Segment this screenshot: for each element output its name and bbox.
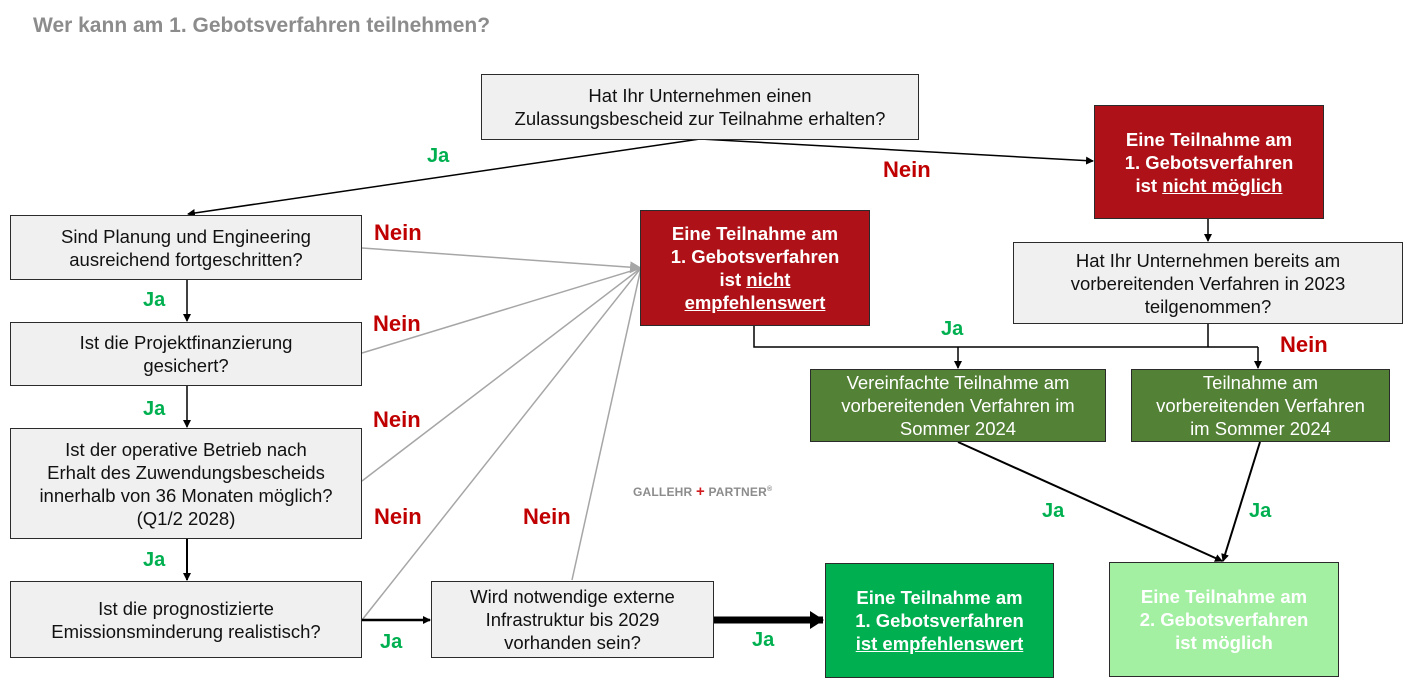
label-ja-emission: Ja bbox=[380, 631, 403, 653]
label-nein-infrastruktur: Nein bbox=[523, 504, 571, 529]
label-nein-emission: Nein bbox=[374, 504, 422, 529]
question-vorbereitendes-verfahren: Hat Ihr Unternehmen bereits am vorbereit… bbox=[1013, 242, 1403, 324]
label-ja-finanzierung: Ja bbox=[143, 398, 166, 420]
label-ja-teilnahme: Ja bbox=[1249, 500, 1272, 522]
question-emissionsminderung: Ist die prognostizierte Emissionsminderu… bbox=[10, 581, 362, 658]
question-planung-engineering: Sind Planung und Engineering ausreichend… bbox=[10, 215, 362, 280]
label-ja-vereinfacht: Ja bbox=[1042, 500, 1065, 522]
label-nein-zulassung: Nein bbox=[883, 157, 931, 182]
label-ja-infrastruktur: Ja bbox=[752, 629, 775, 651]
outcome-teilnahme-vorbereitend: Teilnahme am vorbereitenden Verfahren im… bbox=[1131, 369, 1390, 442]
label-nein-betrieb: Nein bbox=[373, 407, 421, 432]
outcome-nicht-moeglich: Eine Teilnahme am 1. Gebotsverfahren ist… bbox=[1094, 105, 1324, 219]
outcome-nicht-empfehlenswert: Eine Teilnahme am 1. Gebotsverfahren ist… bbox=[640, 210, 870, 326]
outcome-zweites-gebotsverfahren: Eine Teilnahme am 2. Gebotsverfahren ist… bbox=[1109, 562, 1339, 677]
label-ja-zulassung: Ja bbox=[427, 145, 450, 167]
question-projektfinanzierung: Ist die Projektfinanzierung gesichert? bbox=[10, 322, 362, 386]
outcome-vereinfachte-teilnahme: Vereinfachte Teilnahme am vorbereitenden… bbox=[810, 369, 1106, 442]
label-ja-vorbereitend: Ja bbox=[941, 318, 964, 340]
question-operativer-betrieb: Ist der operative Betrieb nach Erhalt de… bbox=[10, 428, 362, 539]
label-nein-finanzierung: Nein bbox=[373, 311, 421, 336]
label-nein-vorbereitend: Nein bbox=[1280, 332, 1328, 357]
plus-icon: + bbox=[695, 483, 705, 500]
question-zulassungsbescheid: Hat Ihr Unternehmen einen Zulassungsbesc… bbox=[481, 74, 919, 140]
outcome-empfehlenswert: Eine Teilnahme am 1. Gebotsverfahren ist… bbox=[825, 563, 1054, 678]
label-ja-betrieb: Ja bbox=[143, 549, 166, 571]
label-nein-planung: Nein bbox=[374, 220, 422, 245]
gallehr-partner-logo: GALLEHR + PARTNER® bbox=[633, 483, 773, 500]
page-title: Wer kann am 1. Gebotsverfahren teilnehme… bbox=[33, 14, 491, 37]
label-ja-planung: Ja bbox=[143, 289, 166, 311]
question-infrastruktur: Wird notwendige externe Infrastruktur bi… bbox=[431, 581, 714, 658]
